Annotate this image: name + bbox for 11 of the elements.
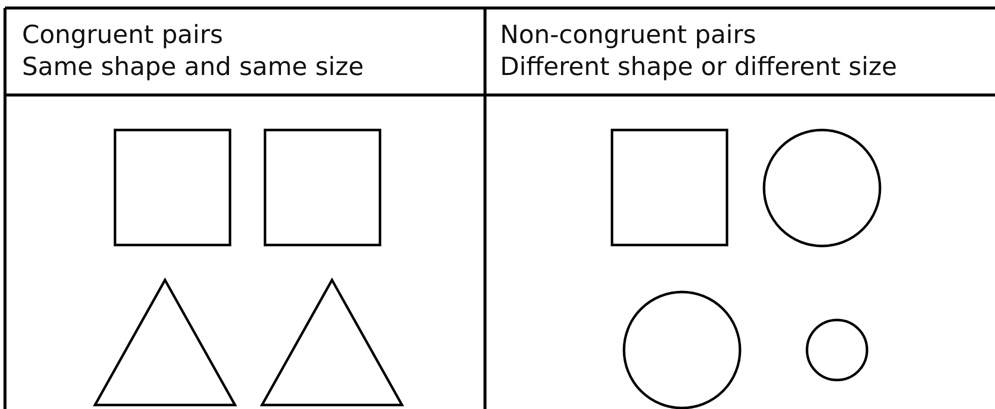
- column-subheading: Same shape and same size: [22, 52, 364, 82]
- triangle-shape: [260, 277, 404, 406]
- circle-shape: [762, 128, 882, 248]
- square-shape: [114, 128, 232, 246]
- triangle-shape: [92, 277, 238, 406]
- column-subheading: Different shape or different size: [500, 52, 898, 82]
- square-shape: [264, 128, 382, 246]
- column-heading: Congruent pairs: [22, 20, 224, 50]
- column-heading: Non-congruent pairs: [500, 20, 756, 50]
- circle-shape: [806, 318, 868, 382]
- square-shape: [610, 128, 728, 246]
